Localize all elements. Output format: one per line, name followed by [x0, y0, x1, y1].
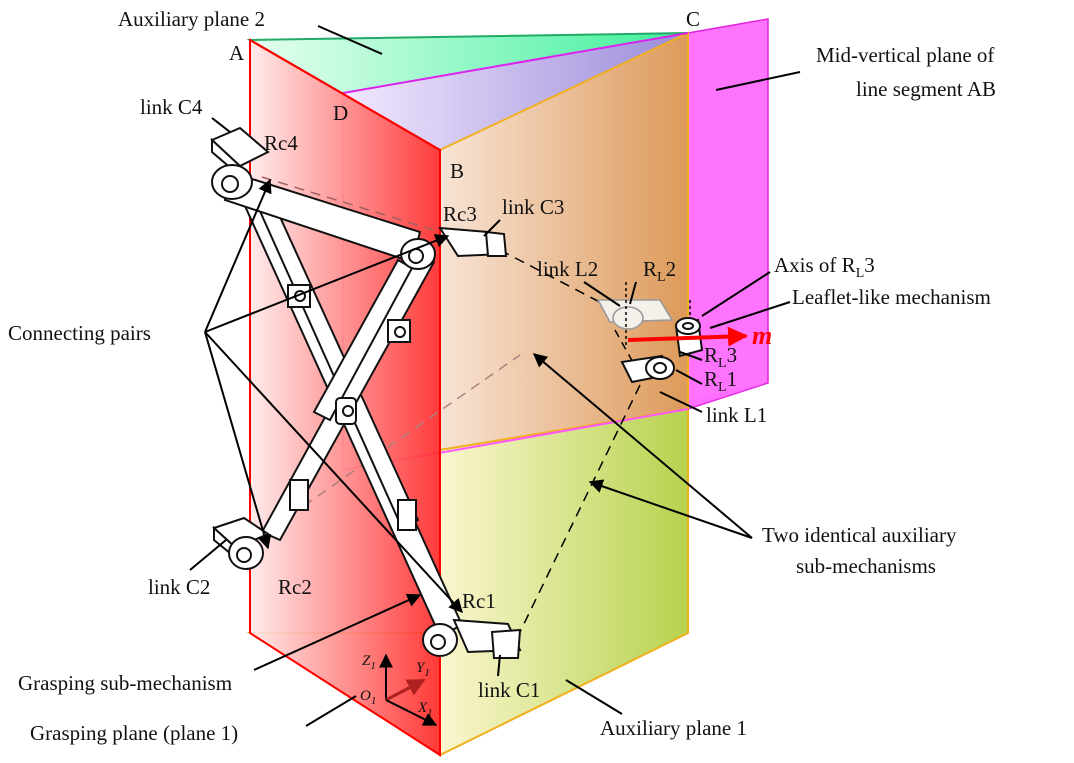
bracket-4	[289, 479, 309, 511]
label-link-c2: link C2	[148, 575, 210, 599]
label-point-a: A	[229, 41, 245, 65]
label-axis-z: Z1	[362, 653, 376, 672]
arrow-cp-rc1	[204, 331, 463, 614]
leader-axis-rl3	[701, 271, 771, 317]
leader-link-c1	[497, 654, 501, 677]
label-link-l2: link L2	[537, 257, 598, 281]
label-two-identical-line1: Two identical auxiliary	[762, 523, 957, 547]
mid-plane-edge-top	[342, 32, 689, 94]
link-c4-joint-inner	[221, 175, 239, 193]
label-point-c: C	[686, 7, 700, 31]
coordinate-frame	[379, 653, 438, 726]
leader-aux-plane-2	[317, 25, 383, 55]
label-rl3: RL3	[704, 343, 737, 371]
arrow-two-identical-1	[532, 353, 753, 539]
link-c2-joint-inner	[236, 547, 252, 563]
dash-c4-c3	[261, 176, 441, 233]
label-rc3: Rc3	[443, 202, 477, 226]
leader-link-c2	[189, 539, 227, 571]
label-link-c4: link C4	[140, 95, 203, 119]
leader-mid-vertical	[715, 71, 801, 91]
leader-lines	[189, 25, 801, 727]
link-c3-block	[484, 230, 508, 257]
leader-rl2	[629, 281, 637, 305]
leader-link-c4	[211, 117, 231, 133]
planes	[246, 18, 769, 757]
label-leaflet: Leaflet-like mechanism	[792, 285, 991, 309]
leaflet-mechanism	[596, 282, 748, 384]
back-plane-lower	[439, 407, 689, 757]
label-axis-x: X1	[417, 700, 433, 719]
center-pin	[342, 405, 354, 417]
arrow-cp-rc4	[204, 178, 272, 333]
label-auxiliary-plane-1: Auxiliary plane 1	[600, 716, 747, 740]
label-grasping-plane: Grasping plane (plane 1)	[30, 721, 238, 745]
arrow-cp-rc3	[204, 234, 450, 333]
label-rl2: RL2	[643, 257, 676, 285]
leader-link-l2	[583, 281, 621, 307]
label-grasping-sub: Grasping sub-mechanism	[18, 671, 232, 695]
dash-c3-l2	[499, 249, 616, 311]
rl3-joint-inner	[682, 322, 694, 330]
label-auxiliary-plane-2: Auxiliary plane 2	[118, 7, 265, 31]
leader-link-c3	[483, 219, 501, 237]
label-two-identical-line2: sub-mechanisms	[796, 554, 936, 578]
arrow-two-identical-2	[588, 479, 753, 539]
link-l2-joint-ghost	[612, 306, 644, 330]
m-vector-arrow	[627, 326, 748, 347]
mid-vertical-plane-top	[343, 33, 688, 150]
label-link-c3: link C3	[502, 195, 564, 219]
text-labels: Auxiliary plane 2 A C D B Mid-vertical p…	[8, 7, 996, 745]
leader-leaflet	[709, 301, 791, 329]
x-axis	[385, 699, 438, 726]
label-rc4: Rc4	[264, 131, 298, 155]
link-c1-block	[490, 628, 522, 659]
dash-l1-c1	[519, 384, 641, 633]
label-rc1: Rc1	[462, 589, 496, 613]
grasping-mechanism	[210, 126, 522, 659]
bracket-2-pin	[394, 326, 406, 338]
rl1-joint-inner	[653, 362, 667, 374]
edge-ab	[249, 39, 441, 151]
label-rl1: RL1	[704, 367, 737, 395]
label-link-l1: link L1	[706, 403, 767, 427]
label-mid-vertical-line1: Mid-vertical plane of	[816, 43, 994, 67]
label-origin-o: O1	[360, 688, 376, 707]
label-rc2: Rc2	[278, 575, 312, 599]
label-connecting-pairs: Connecting pairs	[8, 321, 151, 345]
label-link-c1: link C1	[478, 678, 540, 702]
leader-grasping-plane	[305, 695, 357, 727]
leader-aux-plane-1	[565, 679, 623, 715]
leader-link-l1	[659, 391, 703, 413]
label-mid-vertical-line2: line segment AB	[856, 77, 996, 101]
leader-rl3	[679, 351, 703, 361]
arrow-grasping-sub	[253, 593, 422, 671]
bracket-3	[397, 499, 417, 531]
link-c1-joint-inner	[430, 634, 446, 650]
y-axis	[385, 678, 426, 702]
arrow-cp-rc2	[204, 331, 272, 550]
label-axis-y: Y1	[416, 660, 430, 679]
label-point-d: D	[333, 101, 348, 125]
label-m-vector: m	[752, 321, 772, 350]
label-point-b: B	[450, 159, 464, 183]
label-axis-rl3: Axis of RL3	[774, 253, 875, 281]
leader-rl1	[675, 369, 703, 385]
